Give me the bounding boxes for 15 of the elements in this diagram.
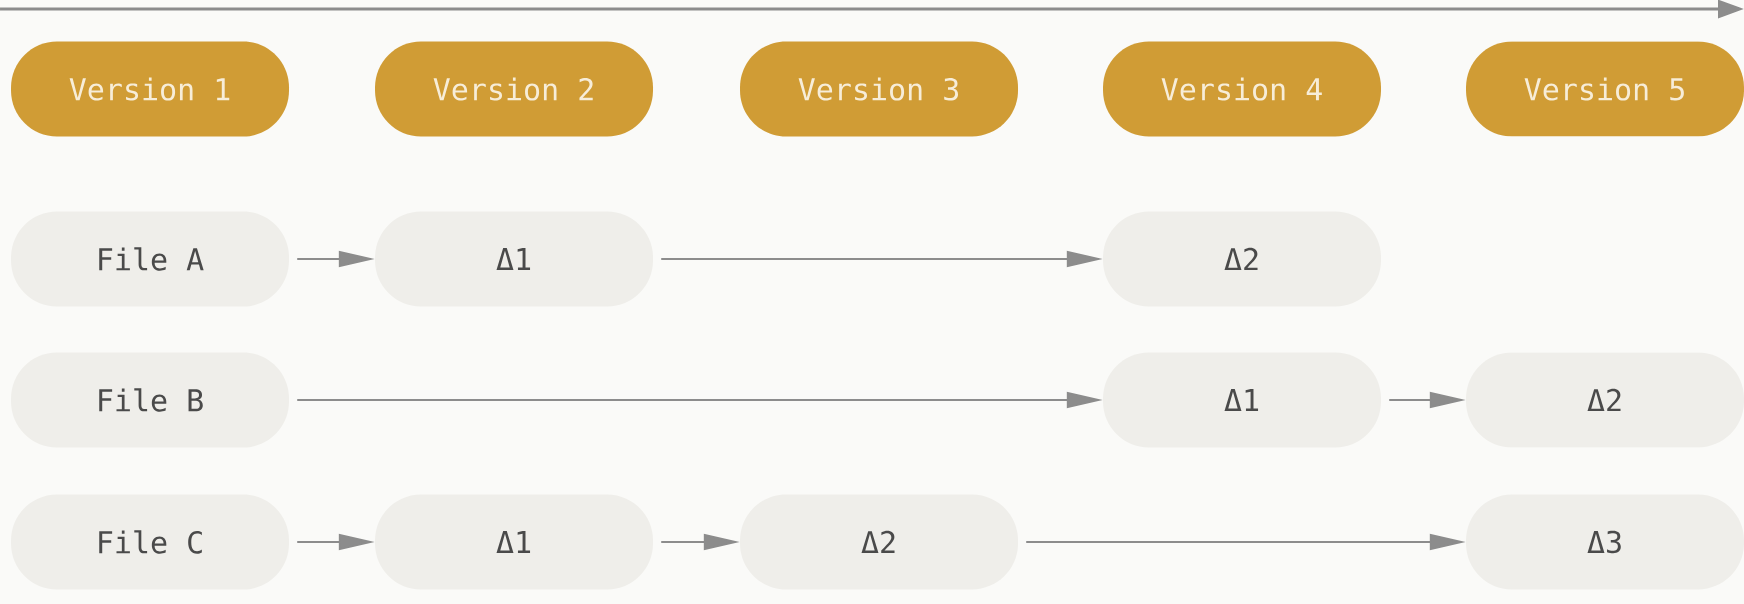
- file-pill: Δ1: [1103, 352, 1381, 448]
- version-pill: Version 2: [375, 41, 653, 137]
- file-pill: File A: [11, 211, 289, 307]
- file-pill: File C: [11, 494, 289, 590]
- file-pill: Δ1: [375, 494, 653, 590]
- file-pill: Δ2: [1103, 211, 1381, 307]
- version-pill: Version 4: [1103, 41, 1381, 137]
- file-pill: Δ2: [1466, 352, 1744, 448]
- version-pill: Version 1: [11, 41, 289, 137]
- version-pill: Version 5: [1466, 41, 1744, 137]
- file-pill: Δ2: [740, 494, 1018, 590]
- file-pill: Δ1: [375, 211, 653, 307]
- version-pill: Version 3: [740, 41, 1018, 137]
- file-pill: Δ3: [1466, 494, 1744, 590]
- file-pill: File B: [11, 352, 289, 448]
